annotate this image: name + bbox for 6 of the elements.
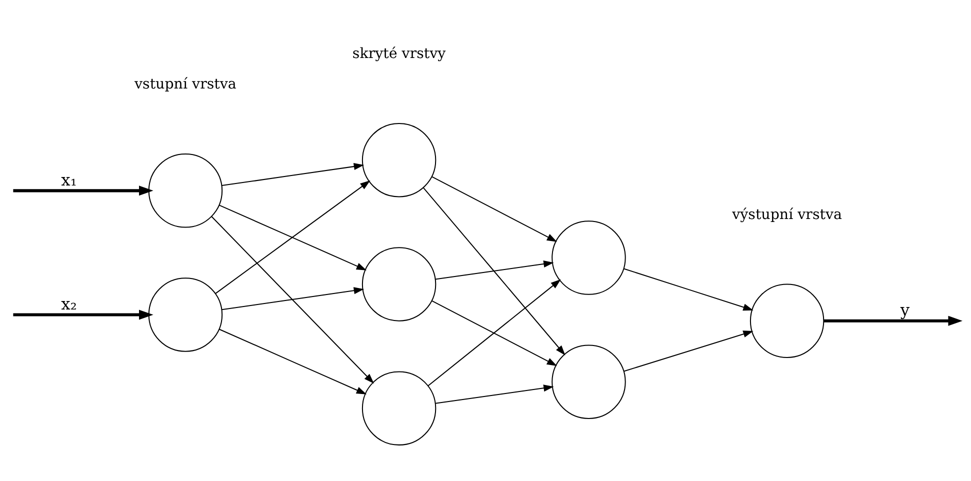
label: vstupní vrstva	[134, 76, 236, 93]
edge-label: x₁	[61, 170, 77, 190]
edge-label: x₂	[61, 294, 77, 314]
edge-label: y	[900, 300, 910, 320]
label: skryté vrstvy	[352, 46, 446, 62]
label: výstupní vrstva	[732, 206, 842, 223]
